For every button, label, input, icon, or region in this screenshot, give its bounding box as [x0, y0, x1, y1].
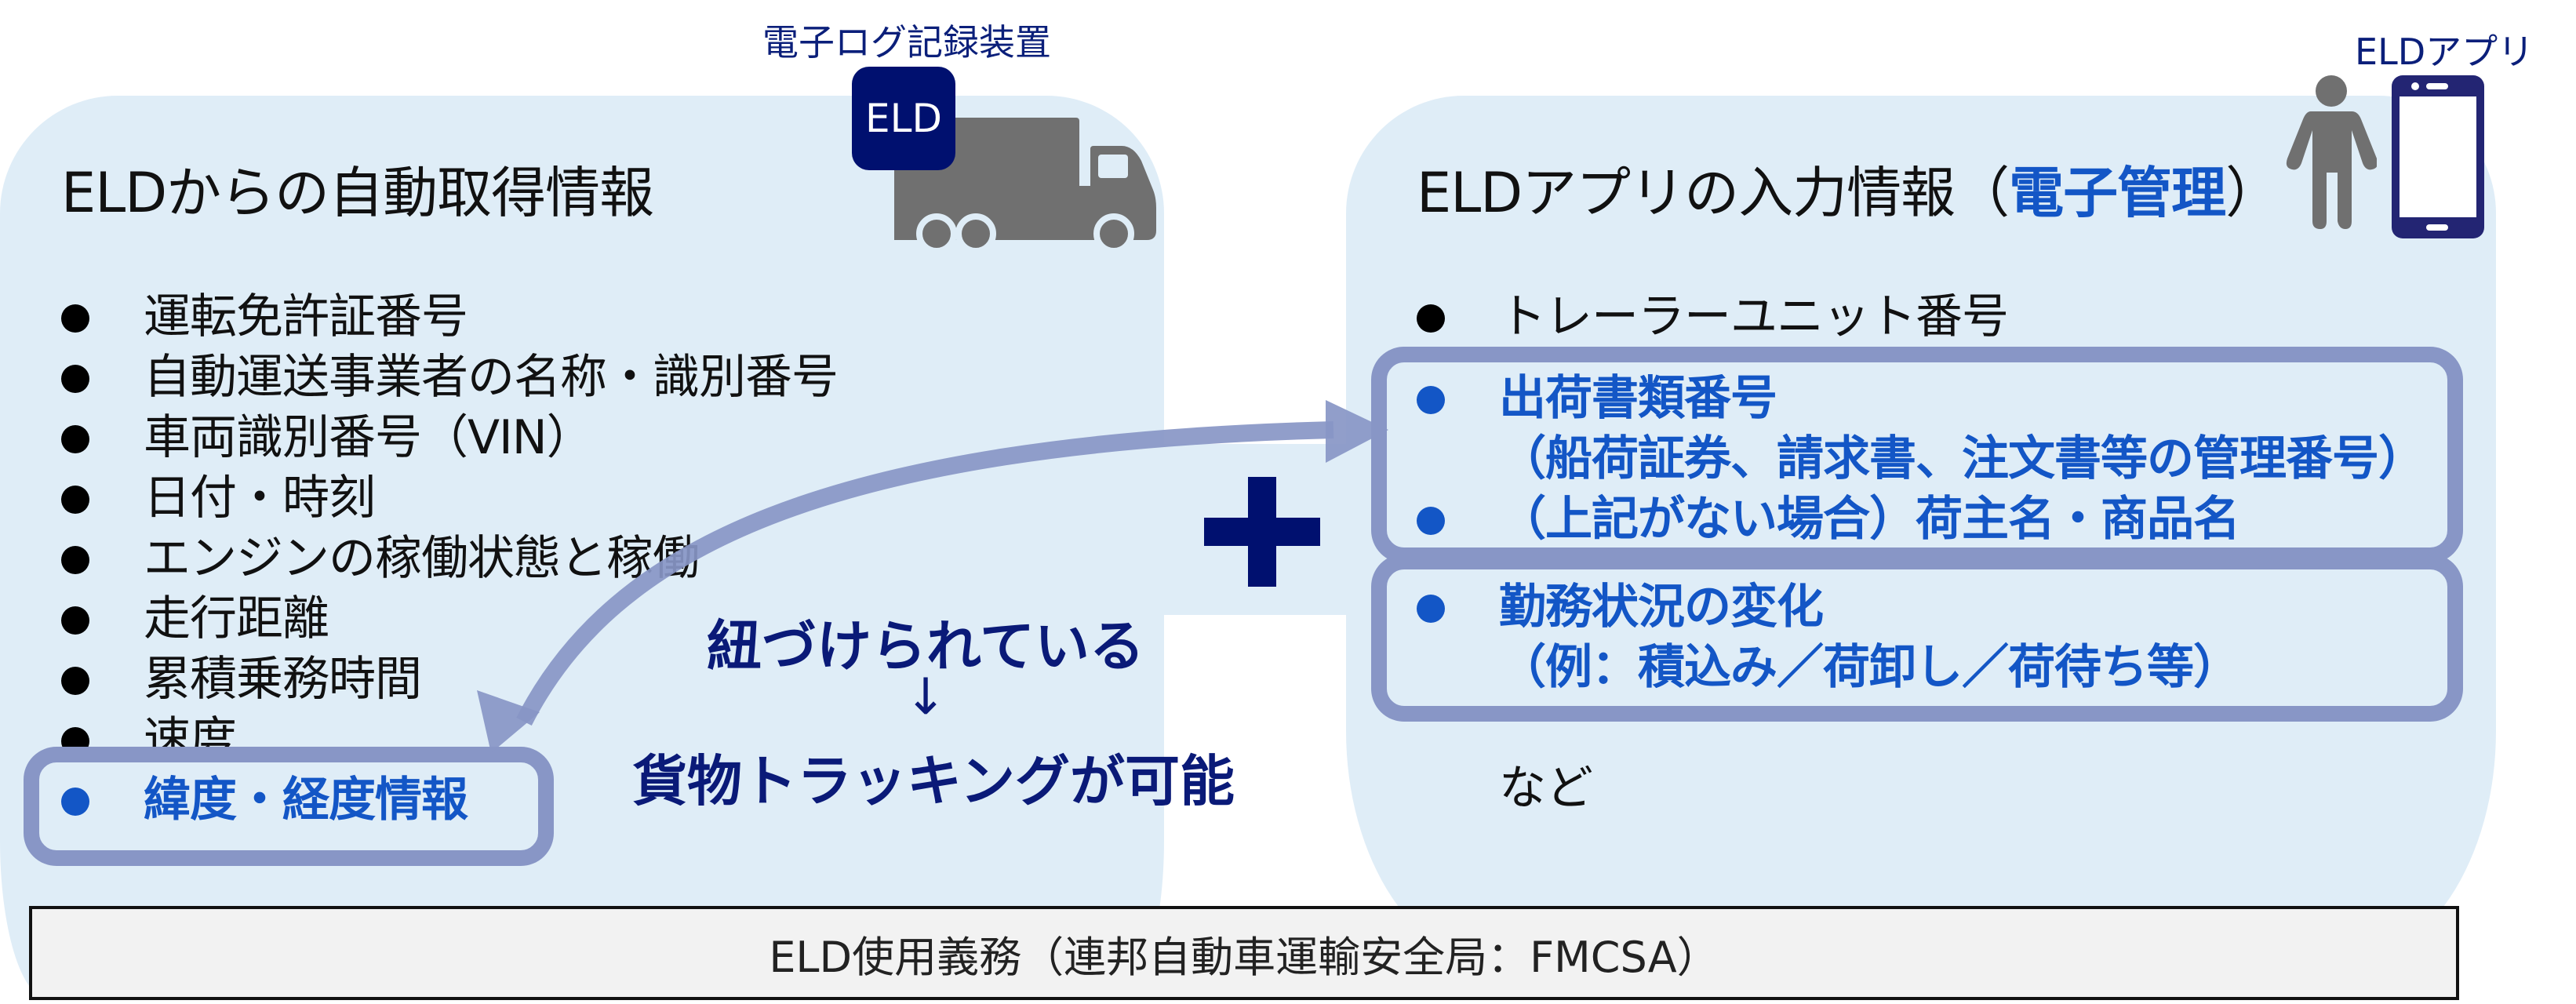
item-label: 累積乗務時間 [144, 652, 422, 707]
left-panel-title: ELDからの自動取得情報 [61, 161, 654, 225]
item-label: （上記がない場合）荷主名・商品名 [1499, 492, 2240, 547]
plus-icon [1204, 477, 1320, 587]
eld-badge: ELD [852, 67, 955, 170]
list-item: 自動運送事業者の名称・識別番号 [61, 347, 839, 408]
item-detail: （船荷証券、請求書、注文書等の管理番号） [1499, 431, 2425, 486]
app-input-items: トレーラーユニット番号 [1417, 287, 2009, 347]
bullet-icon [61, 546, 89, 574]
person-icon [2286, 75, 2377, 229]
bullet-icon [1417, 507, 1445, 535]
eld-device-caption: 電子ログ記録装置 [762, 21, 1051, 64]
item-label: 自動運送事業者の名称・識別番号 [144, 350, 839, 405]
item-detail: （例：積込み／荷卸し／荷待ち等） [1499, 640, 2240, 695]
bullet-icon [61, 425, 89, 453]
shipping-items: 出荷書類番号 （船荷証券、請求書、注文書等の管理番号） （上記がない場合）荷主名… [1417, 369, 2425, 550]
title-prefix: ELDアプリの入力情報（ [1417, 161, 2010, 225]
smartphone-icon [2392, 75, 2484, 238]
latlong-highlight-box [24, 747, 554, 866]
list-item: 車両識別番号（VIN） [61, 408, 838, 468]
bullet-icon [61, 304, 89, 333]
arrowhead-left-icon [477, 690, 540, 753]
item-label: 運転免許証番号 [144, 289, 468, 344]
footer-mandate-box: ELD使用義務（連邦自動車運輸安全局：FMCSA） [29, 906, 2459, 1000]
truck-wheel [916, 213, 957, 251]
tracking-text: 貨物トラッキングが可能 [632, 749, 1235, 813]
bullet-icon [61, 365, 89, 393]
list-item: 走行距離 [61, 589, 838, 649]
item-label: エンジンの稼働状態と稼働 [144, 531, 700, 586]
item-label: トレーラーユニット番号 [1499, 289, 2009, 344]
bullet-icon [1417, 386, 1445, 414]
list-item-highlighted: 出荷書類番号 [1417, 369, 2425, 429]
down-arrow-icon: ↓ [904, 668, 947, 726]
list-item-detail: （船荷証券、請求書、注文書等の管理番号） [1417, 429, 2425, 489]
list-item: トレーラーユニット番号 [1417, 287, 2009, 347]
right-panel [1346, 96, 2496, 966]
list-item: エンジンの稼働状態と稼働 [61, 529, 838, 589]
list-item-highlighted: （上記がない場合）荷主名・商品名 [1417, 489, 2425, 550]
list-item-detail: （例：積込み／荷卸し／荷待ち等） [1417, 638, 2240, 698]
item-label: 車両識別番号（VIN） [144, 410, 594, 465]
link-arrow-curve [516, 421, 1334, 726]
item-label: 出荷書類番号 [1499, 371, 1777, 426]
footer-text: ELD使用義務（連邦自動車運輸安全局：FMCSA） [769, 932, 1719, 982]
item-label: 緯度・経度情報 [144, 773, 468, 828]
item-label: 勤務状況の変化 [1499, 580, 1824, 635]
list-item: 運転免許証番号 [61, 287, 838, 347]
duty-items: 勤務状況の変化 （例：積込み／荷卸し／荷待ち等） [1417, 577, 2240, 698]
item-label: 走行距離 [144, 591, 329, 646]
linked-text: 紐づけられている [707, 614, 1144, 678]
etc-label: など [1499, 761, 1593, 816]
bullet-icon [61, 486, 89, 514]
item-label: 日付・時刻 [144, 471, 376, 526]
list-item: 累積乗務時間 [61, 649, 838, 710]
truck-wheel [1093, 213, 1134, 251]
bullet-icon [61, 788, 89, 816]
bullet-icon [1417, 595, 1445, 623]
title-suffix: ） [2225, 161, 2280, 225]
title-accent: 電子管理 [2009, 161, 2226, 225]
list-item: 日付・時刻 [61, 468, 838, 529]
bullet-icon [1417, 304, 1445, 333]
truck-window [1098, 155, 1128, 178]
truck-cab [894, 146, 1156, 240]
list-item-highlighted: 緯度・経度情報 [61, 770, 838, 831]
truck-wheel [955, 213, 996, 251]
duty-status-highlight-box [1371, 554, 2463, 722]
arrowhead-right-icon [1326, 400, 1388, 463]
list-item-highlighted: 勤務状況の変化 [1417, 577, 2239, 638]
bullet-icon [61, 667, 89, 695]
eld-app-caption: ELDアプリ [2355, 31, 2534, 73]
eld-auto-items: 運転免許証番号 自動運送事業者の名称・識別番号 車両識別番号（VIN） 日付・時… [61, 287, 839, 831]
bullet-icon [61, 606, 89, 635]
right-panel-title: ELDアプリの入力情報（電子管理） [1417, 149, 2280, 228]
